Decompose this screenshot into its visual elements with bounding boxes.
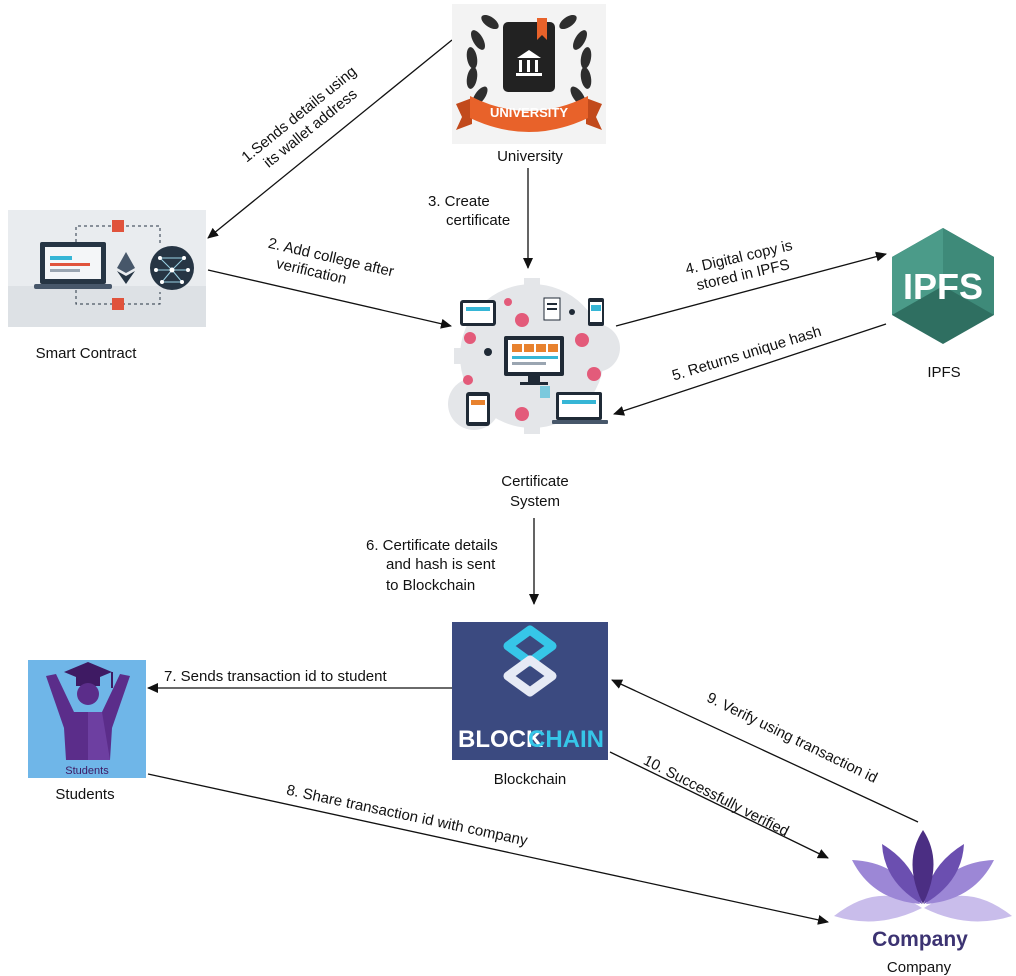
- students-logo-icon: Students: [28, 660, 146, 778]
- svg-text:certificate: certificate: [446, 212, 510, 229]
- arrow-blockchain-to-company: [609, 751, 829, 859]
- edge-label-3: 3. Create certificate: [428, 193, 510, 229]
- arrow-certificate-system-to-ipfs: [615, 251, 887, 327]
- certificate-system-label-line1: Certificate: [501, 473, 569, 490]
- svg-text:10. Successfully verified: 10. Successfully verified: [640, 752, 791, 840]
- svg-text:BLOCK: BLOCK: [458, 726, 544, 753]
- arrow-company-to-blockchain: [611, 679, 919, 823]
- edge-label-5: 5. Returns unique hash: [670, 323, 823, 385]
- blockchain-logo-icon: BLOCK CHAIN: [452, 622, 608, 760]
- certificate-system-illustration: [448, 278, 620, 434]
- edge-label-4: 4. Digital copy is stored in IPFS: [684, 237, 794, 294]
- svg-text:and hash is sent: and hash is sent: [386, 556, 496, 573]
- edge-label-10: 10. Successfully verified: [640, 752, 791, 840]
- svg-text:7. Sends transaction id to stu: 7. Sends transaction id to student: [164, 668, 387, 685]
- edge-label-2: 2. Add college after verification: [267, 235, 396, 288]
- edge-label-9: 9. Verify using transaction id: [704, 689, 880, 787]
- blockchain-label: Blockchain: [494, 771, 567, 788]
- company-label: Company: [887, 959, 952, 976]
- svg-text:Company: Company: [872, 928, 968, 951]
- arrow-ipfs-to-certificate-system: [613, 323, 887, 416]
- students-label: Students: [55, 786, 114, 803]
- edge-label-6: 6. Certificate details and hash is sent …: [366, 537, 498, 594]
- university-label: University: [497, 148, 563, 165]
- smart-contract-label: Smart Contract: [36, 345, 138, 362]
- university-logo-icon: UNIVERSITY: [452, 4, 606, 144]
- arrow-university-to-smart-contract: [207, 39, 453, 239]
- ipfs-logo-icon: IPFS: [892, 228, 994, 344]
- svg-text:5. Returns unique hash: 5. Returns unique hash: [670, 323, 823, 385]
- company-lotus-icon: Company: [834, 830, 1012, 951]
- svg-text:1.Sends details using: 1.Sends details using: [238, 63, 360, 166]
- svg-text:Students: Students: [65, 765, 109, 777]
- svg-text:CHAIN: CHAIN: [528, 726, 604, 753]
- svg-text:8. Share transaction id with c: 8. Share transaction id with company: [285, 782, 530, 850]
- smart-contract-illustration: [8, 210, 206, 327]
- svg-text:9. Verify using transaction id: 9. Verify using transaction id: [704, 689, 880, 787]
- svg-text:to Blockchain: to Blockchain: [386, 577, 475, 594]
- certificate-system-label-line2: System: [510, 493, 560, 510]
- svg-text:3. Create: 3. Create: [428, 193, 490, 210]
- svg-text:UNIVERSITY: UNIVERSITY: [490, 105, 568, 120]
- edge-label-7: 7. Sends transaction id to student: [164, 668, 387, 685]
- arrow-smart-contract-to-certificate-system: [207, 269, 452, 329]
- arrow-students-to-company: [147, 773, 829, 925]
- ipfs-label: IPFS: [927, 364, 960, 381]
- svg-text:6. Certificate details: 6. Certificate details: [366, 537, 498, 554]
- edge-label-8: 8. Share transaction id with company: [285, 782, 530, 850]
- svg-text:IPFS: IPFS: [903, 266, 983, 307]
